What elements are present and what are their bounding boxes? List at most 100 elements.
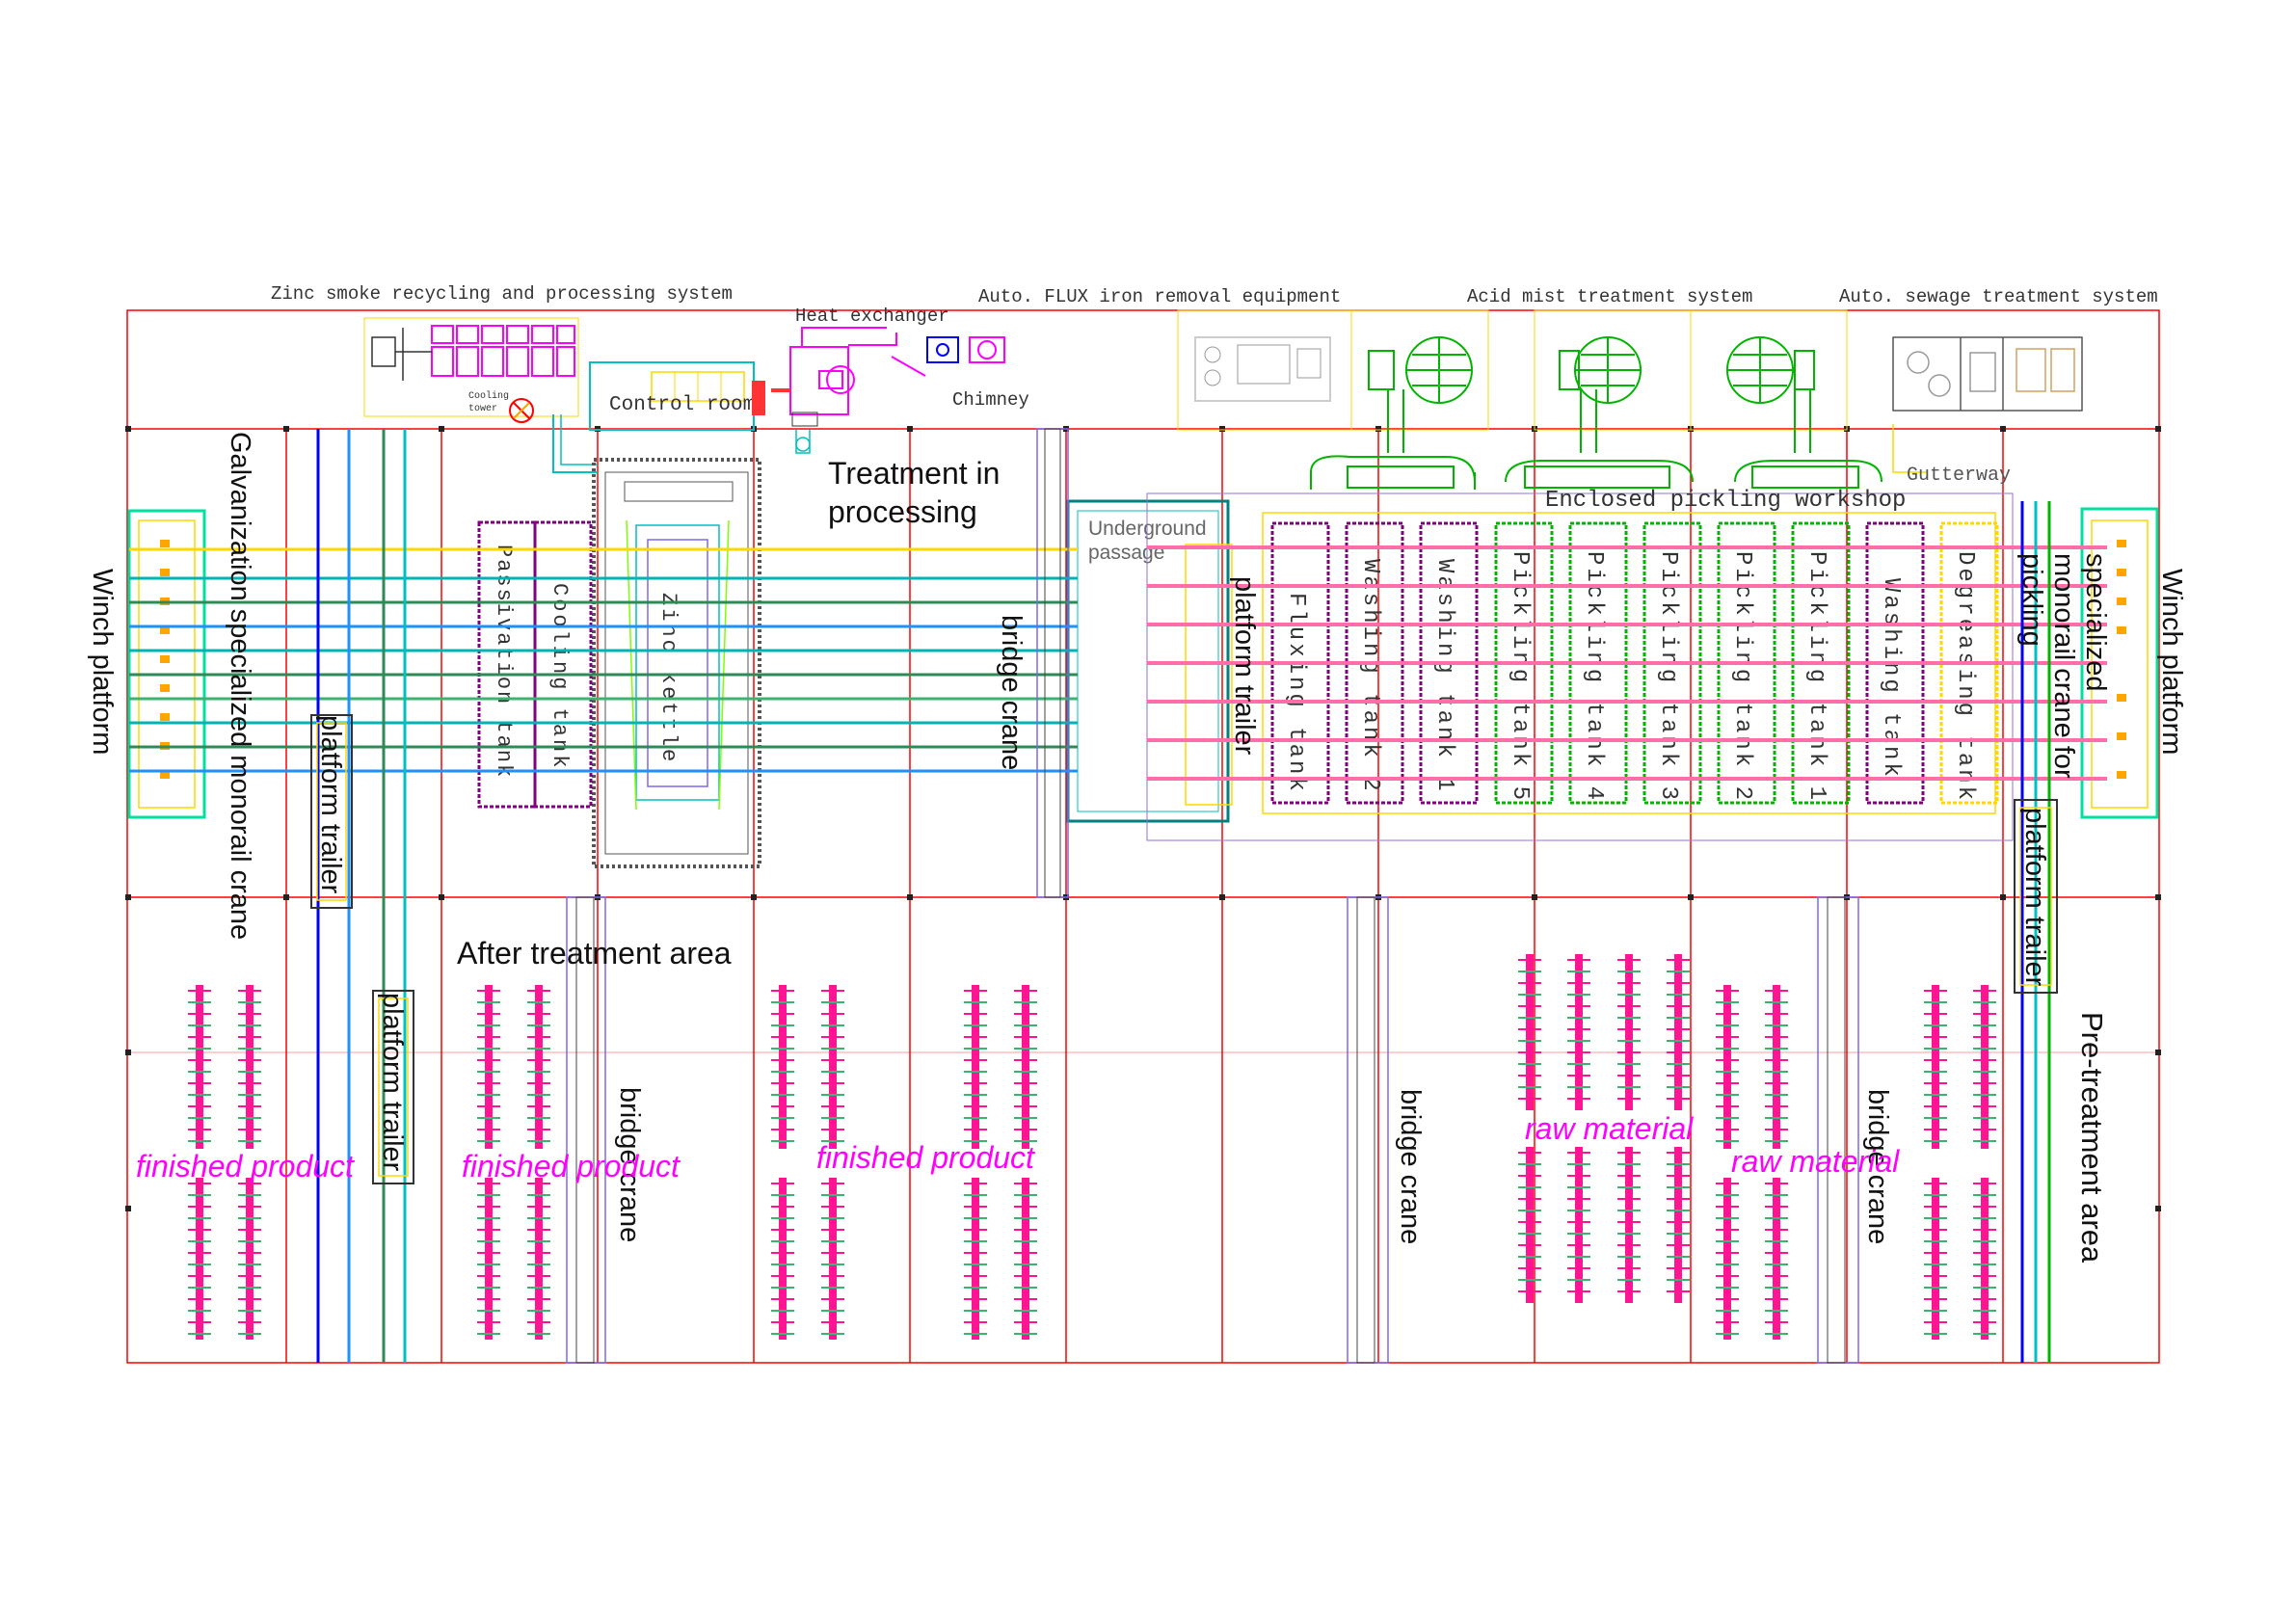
storage-racks [188,954,1996,1340]
storage-rack [1973,1178,1996,1340]
tank-label-pickling-4: Pickling tank 4 [1581,551,1607,803]
platform-trailer-2-label: platform trailer [377,993,408,1172]
platform-trailer-right [2014,799,2058,994]
storage-rack [188,1178,211,1340]
heat-exchanger-label: Heat exchanger [795,306,949,327]
storage-rack [477,1178,500,1340]
workshop-title: Enclosed pickling workshop [1545,488,1906,514]
winch-platform-right-label: Winch platform [2156,569,2187,755]
after-treatment-area-label: After treatment area [457,936,732,971]
bridge-crane-top [1036,428,1069,898]
bridge-crane-2-label: bridge crane [1395,1089,1426,1244]
passage-label: passage [1088,542,1164,564]
chimney-label: Chimney [952,389,1029,411]
treatment-label-1: Treatment in [828,456,1000,491]
bridge-crane-top-label: bridge crane [996,615,1027,770]
storage-rack [1924,985,1947,1149]
chimney [926,336,1005,363]
tank-label-washing: Washing tank [1878,578,1904,780]
platform-trailer-mid-label: platform trailer [1229,576,1260,756]
storage-rack [1924,1178,1947,1340]
sewage-treatment-system [1892,336,2083,473]
control-room-label: Control room [609,394,755,416]
raw-material-label-2: raw material [1731,1144,1900,1179]
pretreatment-area-label: Pre-treatment area [2075,1012,2109,1263]
storage-rack [477,985,500,1149]
cooling-tank [533,520,593,809]
heat-exchanger [752,327,926,454]
flux-iron-label: Auto. FLUX iron removal equipment [978,286,1341,307]
zinc-kettle-label: Zinc kettle [656,593,681,764]
bridge-crane-3-label: bridge crane [1862,1089,1893,1244]
bridge-crane-2 [1347,896,1389,1364]
cooling-tower-label-1: Cooling [468,390,509,402]
control-room [552,361,755,473]
raw-material-label-1: raw material [1525,1111,1694,1146]
storage-rack [1716,985,1739,1149]
storage-rack [238,985,261,1149]
treatment-label-2: processing [828,494,977,529]
finished-product-label-3: finished product [816,1140,1035,1175]
storage-rack [771,1178,794,1340]
building-outline [126,309,2160,1364]
zinc-smoke-system-label: Zinc smoke recycling and processing syst… [271,283,733,305]
cooling-tower-label-2: tower [468,404,497,414]
acid-mist-label: Acid mist treatment system [1467,286,1752,307]
tank-label-degreasing: Degreasing tank [1952,551,1978,803]
tank-label-pickling-5: Pickling tank 5 [1507,551,1533,803]
storage-rack [821,1178,844,1340]
platform-trailer-1 [310,714,353,909]
bridge-crane-1 [566,896,606,1364]
building-grid [126,309,2160,1364]
tank-label-pickling-3: Pickling tank 3 [1655,551,1681,803]
zinc-smoke-system: Cooling tower [363,317,579,423]
platform-trailer-2 [372,990,414,1184]
gutterway-label: Gutterway [1907,465,2011,487]
storage-rack [964,985,987,1149]
galvanization-monorail-rails [129,547,1078,773]
storage-rack [1617,1147,1641,1303]
pickling-monorail-rails [1147,545,2107,781]
storage-rack [1014,985,1037,1149]
winch-platform-left [127,509,206,819]
trailer-rails [316,429,2051,1363]
finished-product-label-1: finished product [136,1149,355,1183]
storage-rack [1014,1178,1037,1340]
storage-rack [1518,1147,1541,1303]
storage-rack [1973,985,1996,1149]
finished-product-label-2: finished product [462,1149,681,1183]
tank-label-washing-1: Washing tank 1 [1431,559,1457,794]
pickling-crane-label-2: monorail crane for [2048,553,2079,779]
bridge-crane-3 [1817,896,1859,1364]
zinc-kettle-furnace [592,458,761,868]
acid-mist-system [1310,309,1882,490]
storage-rack [771,985,794,1149]
tank-label-pickling-2: Pickling tank 2 [1729,551,1755,803]
storage-rack [1667,1147,1690,1303]
platform-trailer-1-label: platform trailer [315,715,346,894]
pickling-crane-label-3: pickling [2016,553,2047,647]
galv-crane-label: Galvanization specialized monorail crane [225,432,255,940]
winch-platform-left-label: Winch platform [87,569,118,755]
storage-rack [1617,954,1641,1110]
storage-rack [527,1178,550,1340]
storage-rack [1765,985,1788,1149]
cooling-tank-label: Cooling tank [547,583,572,770]
passivation-tank-label: Passivation tank [492,545,516,779]
flux-iron-equipment [1177,309,1352,431]
storage-rack [1716,1178,1739,1340]
storage-rack [188,985,211,1149]
storage-rack [527,985,550,1149]
storage-rack [238,1178,261,1340]
storage-rack [1667,954,1690,1110]
bridge-crane-1-label: bridge crane [614,1087,645,1242]
storage-rack [1567,1147,1590,1303]
storage-rack [1765,1178,1788,1340]
storage-rack [1567,954,1590,1110]
tank-label-washing-2: Washing tank 2 [1357,559,1383,794]
pickling-crane-label-1: specialized [2080,553,2111,691]
sewage-label: Auto. sewage treatment system [1839,286,2158,307]
storage-rack [821,985,844,1149]
platform-trailer-right-label: platform trailer [2019,808,2050,987]
